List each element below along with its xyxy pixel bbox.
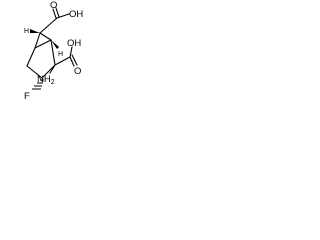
ring-bonds [26,32,56,79]
molecule-structure: OH O OH O NH2 F H H [24,0,83,102]
bond-c2-n [49,64,56,74]
bond-c1-c6 [39,32,52,41]
wedge-bond-h-bottom [51,40,59,49]
bond-c5-c6 [34,39,52,49]
top-carboxyl-group: OH O [39,0,83,34]
fluorine-substituent: F [24,79,44,102]
bond-ccooh-o-double-b [71,54,78,66]
atom-h-bottom: H [58,51,63,58]
bond-c4-c3 [26,65,43,79]
atom-nh2: NH2 [37,74,55,86]
bond-c2-ccooh [54,56,71,66]
atom-oh-right: OH [67,38,81,49]
right-carboxyl-group: OH O [54,38,81,77]
bond-c5-c4 [26,47,36,67]
bond-c2-c6 [50,39,56,66]
bond-cooh-o-double-a [52,8,57,19]
atom-nh2-subscript: 2 [51,79,55,86]
atom-o-right: O [74,66,81,77]
atom-oh-top: OH [69,9,83,20]
atom-h-top: H [24,28,29,35]
bond-ccooh-oh-right [69,46,73,58]
atom-fluorine: F [24,91,30,102]
atom-o-top: O [50,0,57,11]
wedge-bond-h-top [30,29,40,33]
bond-cooh-o-double-b [55,7,60,18]
bond-ccooh-o-double-a [69,56,75,67]
bond-c1-ccooh [39,17,58,34]
bond-c3-c2 [41,64,56,79]
bond-c1-c5 [34,32,41,49]
stereo-hydrogens: H H [24,28,63,58]
